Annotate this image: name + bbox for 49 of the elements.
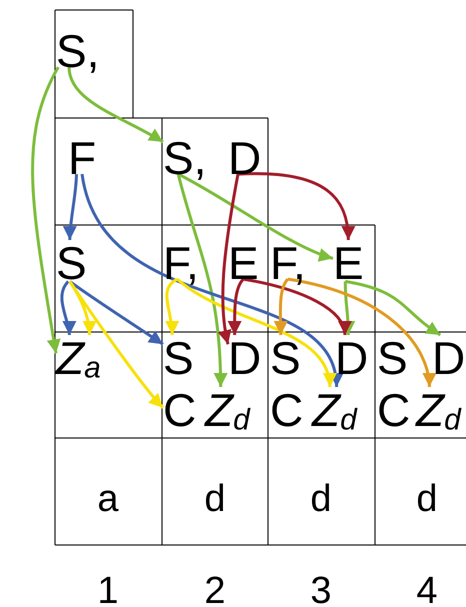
column-number: 3 (310, 572, 332, 607)
arrow (176, 278, 335, 388)
grammar-symbol: S, (163, 135, 206, 181)
grammar-symbol: S, (56, 28, 100, 74)
arrow (341, 281, 356, 336)
arrow (344, 280, 442, 336)
grammar-symbol: C (163, 387, 196, 433)
arrow (68, 280, 164, 409)
cell-label: a (97, 480, 119, 518)
grammar-symbol: F (68, 135, 96, 181)
arrow (228, 278, 245, 335)
grammar-symbol: D (335, 335, 368, 381)
grammar-symbol: D (432, 335, 466, 381)
grammar-symbol: Z$_{a}$ (56, 335, 101, 381)
arrow (63, 174, 78, 240)
grammar-symbol: S (377, 335, 408, 381)
grammar-symbol: C (270, 387, 304, 433)
grammar-symbol: S (56, 240, 87, 286)
grammar-symbol: Z$_{d}$ (205, 387, 250, 433)
arrow (218, 174, 240, 345)
grammar-symbol: D (228, 135, 262, 181)
cell-label: d (310, 480, 332, 518)
column-number: 1 (97, 572, 119, 607)
arrow (288, 278, 436, 388)
arrow (31, 66, 61, 354)
arrow (178, 172, 334, 261)
arrow (68, 66, 164, 144)
cell-label: d (416, 480, 438, 518)
grammar-symbol: D (228, 335, 262, 381)
grammar-symbol: E (228, 240, 259, 286)
grammar-symbol: S (270, 335, 301, 381)
cell-label: d (204, 480, 226, 518)
column-number: 2 (204, 572, 226, 607)
arrow (176, 174, 228, 388)
arrow (274, 278, 290, 336)
grammar-symbol: Z$_{d}$ (312, 387, 357, 433)
arrow (80, 174, 341, 388)
grammar-symbol: Z$_{d}$ (416, 387, 461, 433)
arrow (60, 280, 76, 336)
arrow (243, 278, 350, 336)
grammar-symbol: F, (163, 240, 199, 286)
grammar-symbol: F, (270, 240, 306, 286)
arrow (164, 278, 179, 336)
grammar-symbol: C (377, 387, 410, 433)
arrow (68, 280, 164, 346)
grammar-symbol: S (163, 335, 194, 381)
grammar-symbol: E (333, 240, 364, 286)
column-number: 4 (416, 572, 438, 607)
arrow (238, 172, 355, 240)
